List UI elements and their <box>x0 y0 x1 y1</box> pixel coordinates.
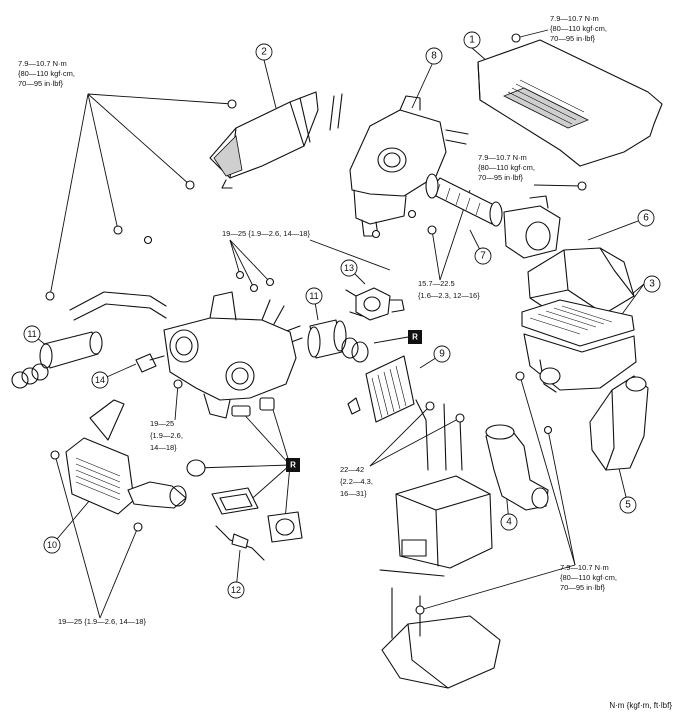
air-intake-hose <box>425 173 503 227</box>
callout-label: 1 <box>469 35 475 46</box>
torque-line: 22—42 <box>340 465 364 474</box>
air-cleaner-case <box>523 333 637 393</box>
callout-label: 8 <box>431 51 437 62</box>
callout-label: 5 <box>625 500 631 511</box>
torque-line: 7.9—10.7 N·m <box>560 563 609 572</box>
lower-bracket <box>379 569 501 689</box>
bolts <box>45 99 587 615</box>
torque-spec-throttle-body-nut: 19—25 {1.9—2.6, 14—18} <box>150 419 183 452</box>
right-hose-set <box>283 319 369 363</box>
air-cleaner-cover <box>527 247 635 319</box>
resonator-housing <box>329 93 469 237</box>
callout-12: 12 <box>227 581 245 599</box>
torque-line: 7.9—10.7 N·m <box>18 59 67 68</box>
callout-8: 8 <box>425 47 443 65</box>
callout-label: 4 <box>506 517 512 528</box>
callout-1: 1 <box>463 31 481 49</box>
torque-line: 15.7—22.5 <box>418 279 455 288</box>
torque-line: 70—95 in·lbf} <box>550 34 596 43</box>
callout-13: 13 <box>340 259 358 277</box>
callout-10: 10 <box>43 536 61 554</box>
torque-line: 16—31} <box>340 489 367 498</box>
wire-harness-connector <box>215 525 265 561</box>
callout-label: 14 <box>95 375 105 385</box>
callout-7: 7 <box>474 247 492 265</box>
throttle-body-assembly <box>163 291 297 419</box>
replace-marker-upper: R <box>408 330 422 344</box>
solenoid-valve <box>345 287 405 321</box>
callout-4: 4 <box>500 513 518 531</box>
torque-line: 19—25 {1.9—2.6, 14—18} <box>222 229 310 238</box>
callout-label: 11 <box>27 329 36 339</box>
gasket-set <box>186 459 303 543</box>
replace-marker-label: R <box>290 461 296 470</box>
callout-label: 3 <box>649 279 655 290</box>
callout-11-left: 11 <box>23 325 41 343</box>
torque-line: 19—25 <box>150 419 174 428</box>
engine-cover <box>477 33 663 167</box>
torque-spec-top-left: 7.9—10.7 N·m {80—110 kgf·cm, 70—95 in·lb… <box>18 59 75 88</box>
torque-line: 70—95 in·lbf} <box>560 583 606 592</box>
air-duct <box>209 91 319 189</box>
torque-spec-bracket-bolts: 22—42 {2.2—4.3, 16—31} <box>340 465 373 498</box>
torque-spec-mid-right: 7.9—10.7 N·m {80—110 kgf·cm, 70—95 in·lb… <box>478 153 535 182</box>
callout-label: 2 <box>261 47 267 58</box>
torque-line: 70—95 in·lbf} <box>18 79 64 88</box>
torque-line: 70—95 in·lbf} <box>478 173 524 182</box>
callout-label: 6 <box>643 213 649 224</box>
torque-spec-top-right: 7.9—10.7 N·m {80—110 kgf·cm, 70—95 in·lb… <box>550 14 607 43</box>
torque-line: {80—110 kgf·cm, <box>478 163 535 172</box>
elbow-duct <box>485 424 549 511</box>
callout-label: 11 <box>309 291 318 301</box>
callout-label: 7 <box>480 251 486 262</box>
replace-marker-label: R <box>412 333 418 342</box>
units-note: N·m {kgf·m, ft·lbf} <box>609 701 672 710</box>
lower-air-duct <box>589 375 649 471</box>
torque-line: {1.6—2.3, 12—16} <box>418 291 480 300</box>
mounting-bracket <box>395 399 493 569</box>
torque-line: 14—18} <box>150 443 177 452</box>
torque-line: {80—110 kgf·cm, <box>18 69 75 78</box>
torque-spec-bottom-right: 7.9—10.7 N·m {80—110 kgf·cm, 70—95 in·lb… <box>560 563 617 592</box>
torque-spec-air-hose-clamp: 15.7—22.5 {1.6—2.3, 12—16} <box>418 279 480 300</box>
callout-label: 10 <box>47 540 57 550</box>
torque-line: 7.9—10.7 N·m <box>550 14 599 23</box>
torque-spec-bottom-left: 19—25 {1.9—2.6, 14—18} <box>58 617 146 626</box>
intercooler-small <box>347 355 415 423</box>
torque-line: {2.2—4.3, <box>340 477 373 486</box>
callout-2: 2 <box>255 43 273 61</box>
callout-9: 9 <box>433 345 451 363</box>
callout-14: 14 <box>91 371 109 389</box>
torque-line: {80—110 kgf·cm, <box>560 573 617 582</box>
callout-3: 3 <box>643 275 661 293</box>
air-flow-meter <box>503 195 561 259</box>
torque-line: {80—110 kgf·cm, <box>550 24 607 33</box>
replace-marker-lower: R <box>286 458 300 472</box>
intercooler-large <box>65 399 187 515</box>
callout-11-right: 11 <box>305 287 323 305</box>
air-cleaner-element <box>521 299 635 347</box>
sensor <box>135 353 165 373</box>
torque-spec-throttle-bolts: 19—25 {1.9—2.6, 14—18} <box>222 229 310 238</box>
torque-line: 7.9—10.7 N·m <box>478 153 527 162</box>
torque-line: {1.9—2.6, <box>150 431 183 440</box>
callout-label: 13 <box>344 263 354 273</box>
callout-label: 9 <box>439 349 445 360</box>
callout-6: 6 <box>637 209 655 227</box>
callout-5: 5 <box>619 496 637 514</box>
left-hose-set <box>11 291 167 389</box>
torque-line: 19—25 {1.9—2.6, 14—18} <box>58 617 146 626</box>
callout-label: 12 <box>231 585 241 595</box>
